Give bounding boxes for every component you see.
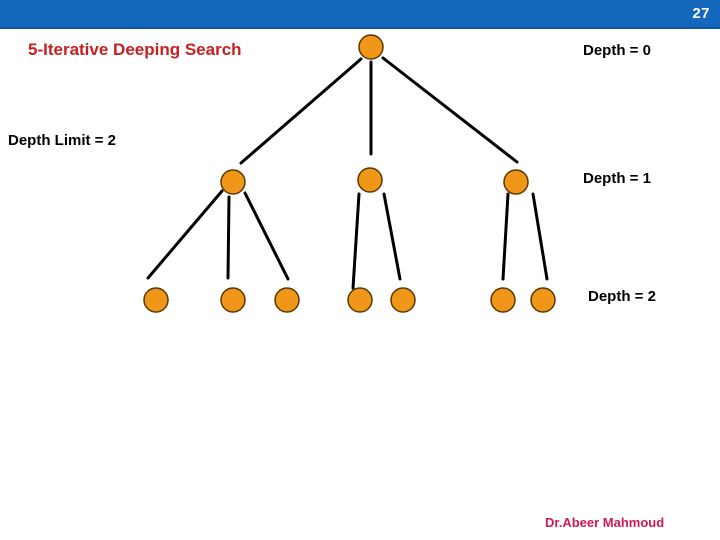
footer-author: Dr.Abeer Mahmoud <box>545 515 665 530</box>
slide-title: 5-Iterative Deeping Search <box>28 40 242 59</box>
tree-node-d1-left <box>220 169 246 195</box>
page-number: 27 <box>692 5 710 22</box>
tree-node-d2-2 <box>220 287 246 313</box>
tree-edge-d1-left-to-d2-2 <box>226 195 231 280</box>
tree-node-d2-3 <box>274 287 300 313</box>
tree-node-d2-5 <box>390 287 416 313</box>
tree-edge-d1-mid-to-d2-5 <box>382 192 402 281</box>
depth-2-label: Depth = 2 <box>588 288 656 305</box>
tree-node-d1-right <box>503 169 529 195</box>
tree-edge-root-to-d1-right <box>381 56 519 164</box>
tree-node-d1-mid <box>357 167 383 193</box>
depth-limit-label: Depth Limit = 2 <box>8 132 116 149</box>
tree-edge-d1-left-to-d2-1 <box>146 189 224 280</box>
tree-node-d2-1 <box>143 287 169 313</box>
tree-node-d2-4 <box>347 287 373 313</box>
tree-edge-d1-mid-to-d2-4 <box>351 192 361 290</box>
depth-0-label: Depth = 0 <box>583 42 651 59</box>
tree-node-d2-6 <box>490 287 516 313</box>
depth-1-label: Depth = 1 <box>583 170 651 187</box>
tree-edge-d1-right-to-d2-7 <box>531 192 549 281</box>
tree-node-d2-7 <box>530 287 556 313</box>
tree-edge-d1-right-to-d2-6 <box>501 192 510 281</box>
tree-edge-d1-left-to-d2-3 <box>243 191 290 281</box>
tree-node-root <box>358 34 384 60</box>
slide-header-bar: 27 <box>0 0 720 29</box>
tree-edge-root-to-d1-left <box>239 57 363 165</box>
